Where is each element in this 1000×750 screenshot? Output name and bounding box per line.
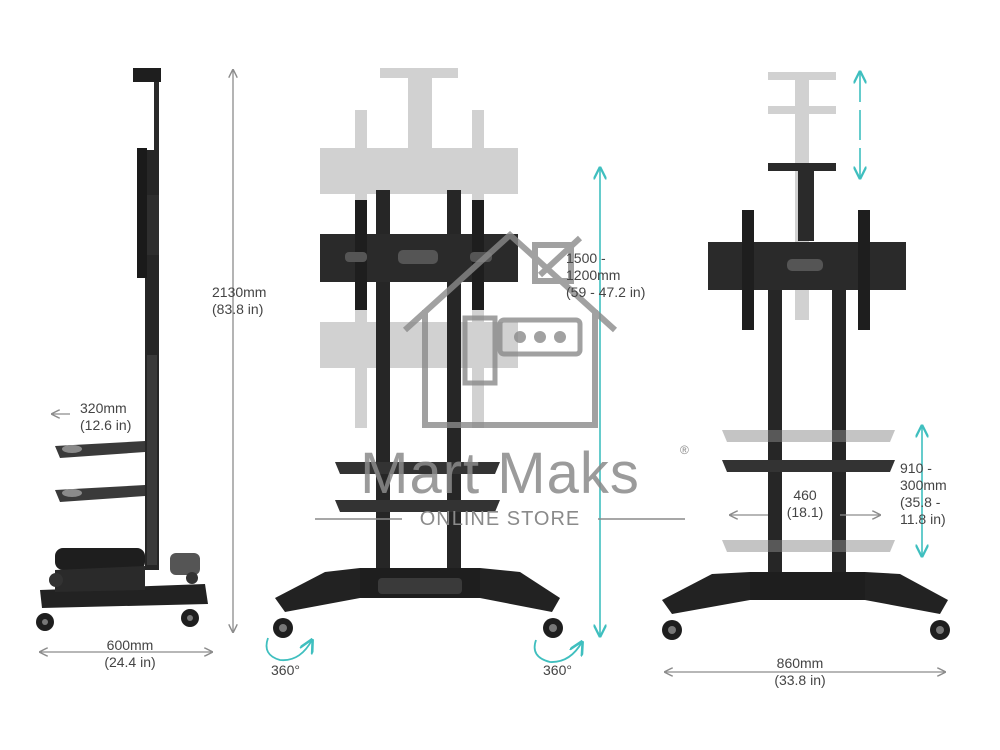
back-view-stand (662, 72, 950, 640)
side-view-stand (36, 68, 208, 631)
mount-height-label: 1500 - 1200mm (59 - 47.2 in) (566, 250, 646, 300)
rotation-arrow-right-icon (533, 640, 582, 663)
base-width-label: 860mm (33.8 in) (774, 655, 826, 688)
front-view-stand (273, 68, 563, 638)
watermark-registered-mark: ® (680, 443, 689, 457)
base-depth-label: 600mm (24.4 in) (104, 637, 156, 670)
shelf-height-label: 910 - 300mm (35.8 - 11.8 in) (900, 460, 947, 527)
watermark-tagline: ONLINE STORE (419, 508, 581, 530)
shelf-width-label: 460 (18.1) (786, 487, 824, 520)
height-label: 2130mm (83.8 in) (212, 284, 267, 317)
rotation-label-right: 360° (543, 662, 572, 678)
watermark-brand: Mart Maks (360, 441, 640, 506)
watermark-house-icon (402, 230, 618, 428)
rotation-label-left: 360° (271, 662, 300, 678)
rotation-arrow-left-icon (265, 638, 313, 662)
shelf-depth-label: 320mm (12.6 in) (80, 400, 132, 433)
